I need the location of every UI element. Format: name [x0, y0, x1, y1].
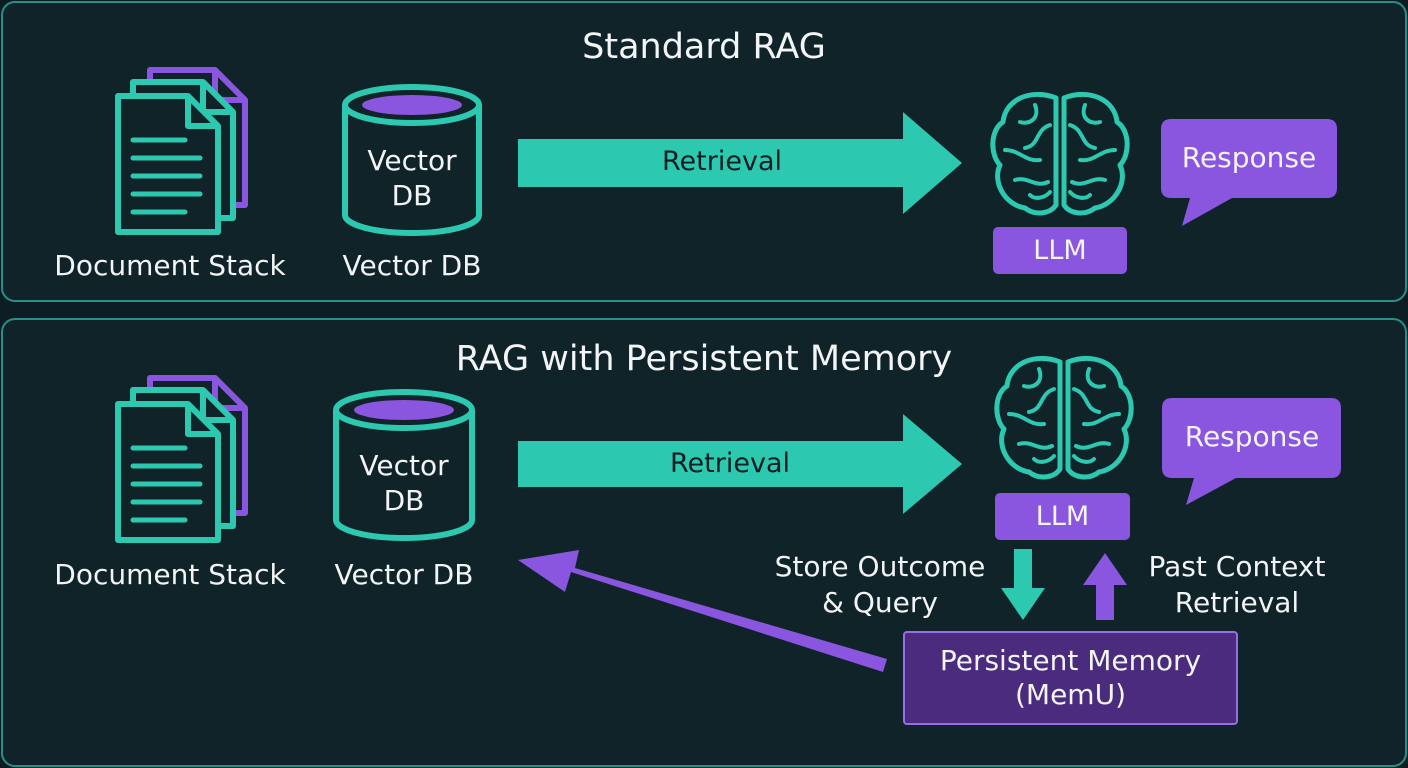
store-outcome-label: Store Outcome & Query — [774, 550, 986, 619]
document-stack-label: Document Stack — [54, 558, 286, 591]
database-icon — [342, 84, 482, 236]
retrieval-arrow — [518, 414, 962, 514]
memory-feedback-arrow — [518, 550, 887, 672]
vector-db-label: Vector DB — [334, 558, 474, 591]
past-context-label: Past Context Retrieval — [1148, 550, 1326, 619]
persistent-memory-title: RAG with Persistent Memory — [455, 339, 953, 379]
persistent-memory-label: Persistent Memory — [939, 644, 1202, 677]
response-label: Response — [1184, 420, 1320, 453]
brain-icon — [997, 358, 1131, 477]
vector-db-inner-label: Vector DB — [367, 144, 457, 212]
retrieval-arrow — [518, 112, 962, 214]
brain-icon — [993, 94, 1127, 213]
document-stack-icon — [118, 378, 245, 540]
response-label: Response — [1181, 141, 1317, 174]
llm-badge: LLM — [995, 493, 1130, 540]
document-stack-icon — [118, 70, 245, 232]
past-context-arrow — [1083, 553, 1127, 620]
speech-bubble-icon — [1161, 119, 1337, 226]
store-arrow — [1001, 549, 1045, 620]
document-stack-label: Document Stack — [54, 249, 286, 282]
vector-db-label: Vector DB — [342, 249, 482, 282]
standard-rag-title: Standard RAG — [582, 27, 826, 67]
database-icon — [333, 389, 475, 541]
speech-bubble-icon — [1162, 398, 1341, 505]
memu-label: (MemU) — [1014, 678, 1126, 711]
vector-db-inner-label: Vector DB — [359, 449, 449, 517]
retrieval-label: Retrieval — [662, 146, 782, 177]
llm-badge: LLM — [993, 227, 1127, 274]
retrieval-label: Retrieval — [670, 448, 790, 479]
persistent-memory-box: Persistent Memory (MemU) — [903, 631, 1238, 725]
